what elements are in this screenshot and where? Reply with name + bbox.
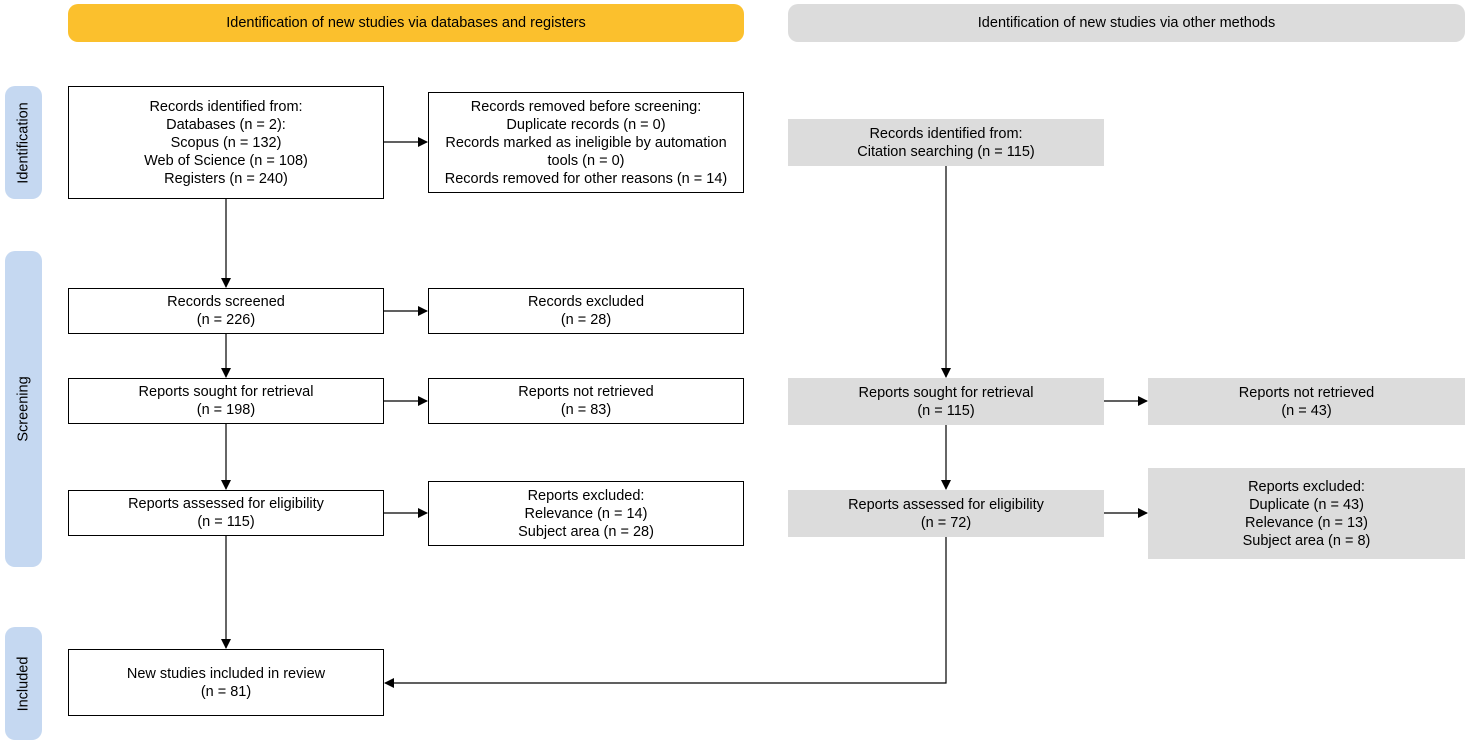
db-reports-sought-count: (n = 198) [196,402,256,418]
db-records-removed-line: tools (n = 0) [547,152,625,169]
db-records-excluded-title: Records excluded [527,294,645,310]
db-reports-excluded-line: Relevance (n = 14) [524,505,648,522]
db-records-screened-count: (n = 226) [196,312,256,328]
other-reports-sought: Reports sought for retrieval (n = 115) [788,378,1104,425]
phase-included: Included [5,627,42,740]
other-reports-sought-title: Reports sought for retrieval [858,384,1034,401]
db-records-removed-line: Records marked as ineligible by automati… [445,134,727,151]
other-reports-sought-count: (n = 115) [917,402,975,419]
other-reports-not-retrieved-title: Reports not retrieved [1238,384,1375,401]
db-reports-assessed-title: Reports assessed for eligibility [128,496,324,512]
other-records-identified-line: Citation searching (n = 115) [857,143,1035,160]
other-records-identified-title: Records identified from: [869,125,1023,142]
other-reports-assessed-title: Reports assessed for eligibility [848,496,1044,513]
other-reports-excluded: Reports excluded: Duplicate (n = 43) Rel… [1148,468,1465,559]
other-reports-excluded-line: Subject area (n = 8) [1242,532,1371,549]
db-records-removed: Records removed before screening: Duplic… [428,92,744,193]
other-reports-assessed: Reports assessed for eligibility (n = 72… [788,490,1104,537]
db-reports-assessed: Reports assessed for eligibility (n = 11… [68,490,384,536]
db-records-identified-line: Registers (n = 240) [164,170,288,187]
db-reports-not-retrieved-count: (n = 83) [560,402,612,418]
arrow-other-assessed-to-included [384,537,947,688]
header-other-methods: Identification of new studies via other … [788,4,1465,42]
other-reports-not-retrieved: Reports not retrieved (n = 43) [1148,378,1465,425]
db-reports-excluded: Reports excluded: Relevance (n = 14) Sub… [428,481,744,546]
other-reports-excluded-title: Reports excluded: [1248,478,1365,495]
db-reports-sought-title: Reports sought for retrieval [138,384,314,400]
db-records-screened-title: Records screened [167,294,285,310]
db-reports-sought: Reports sought for retrieval (n = 198) [68,378,384,424]
other-reports-excluded-line: Relevance (n = 13) [1245,514,1368,531]
db-reports-excluded-title: Reports excluded: [527,487,645,504]
studies-included: New studies included in review (n = 81) [68,649,384,716]
header-databases-label: Identification of new studies via databa… [226,15,586,31]
studies-included-title: New studies included in review [126,665,326,682]
db-reports-not-retrieved-title: Reports not retrieved [518,384,654,400]
db-records-removed-line: Duplicate records (n = 0) [506,116,666,133]
db-records-identified: Records identified from: Databases (n = … [68,86,384,199]
other-reports-not-retrieved-count: (n = 43) [1281,402,1332,419]
phase-identification: Identification [5,86,42,199]
db-reports-assessed-count: (n = 115) [197,514,255,530]
db-records-identified-line: Scopus (n = 132) [170,134,282,151]
db-reports-excluded-line: Subject area (n = 28) [518,523,654,540]
db-records-identified-line: Databases (n = 2): [166,116,286,133]
phase-screening: Screening [5,251,42,567]
header-other-methods-label: Identification of new studies via other … [977,15,1276,31]
db-records-removed-title: Records removed before screening: [470,98,702,115]
other-records-identified: Records identified from: Citation search… [788,119,1104,166]
db-records-excluded: Records excluded (n = 28) [428,288,744,334]
db-records-excluded-count: (n = 28) [560,312,612,328]
other-reports-excluded-line: Duplicate (n = 43) [1249,496,1364,513]
db-reports-not-retrieved: Reports not retrieved (n = 83) [428,378,744,424]
studies-included-count: (n = 81) [200,683,252,700]
header-databases: Identification of new studies via databa… [68,4,744,42]
other-reports-assessed-count: (n = 72) [920,514,972,531]
db-records-identified-line: Web of Science (n = 108) [144,152,308,169]
db-records-identified-title: Records identified from: [149,98,303,115]
db-records-screened: Records screened (n = 226) [68,288,384,334]
db-records-removed-line: Records removed for other reasons (n = 1… [444,170,728,187]
